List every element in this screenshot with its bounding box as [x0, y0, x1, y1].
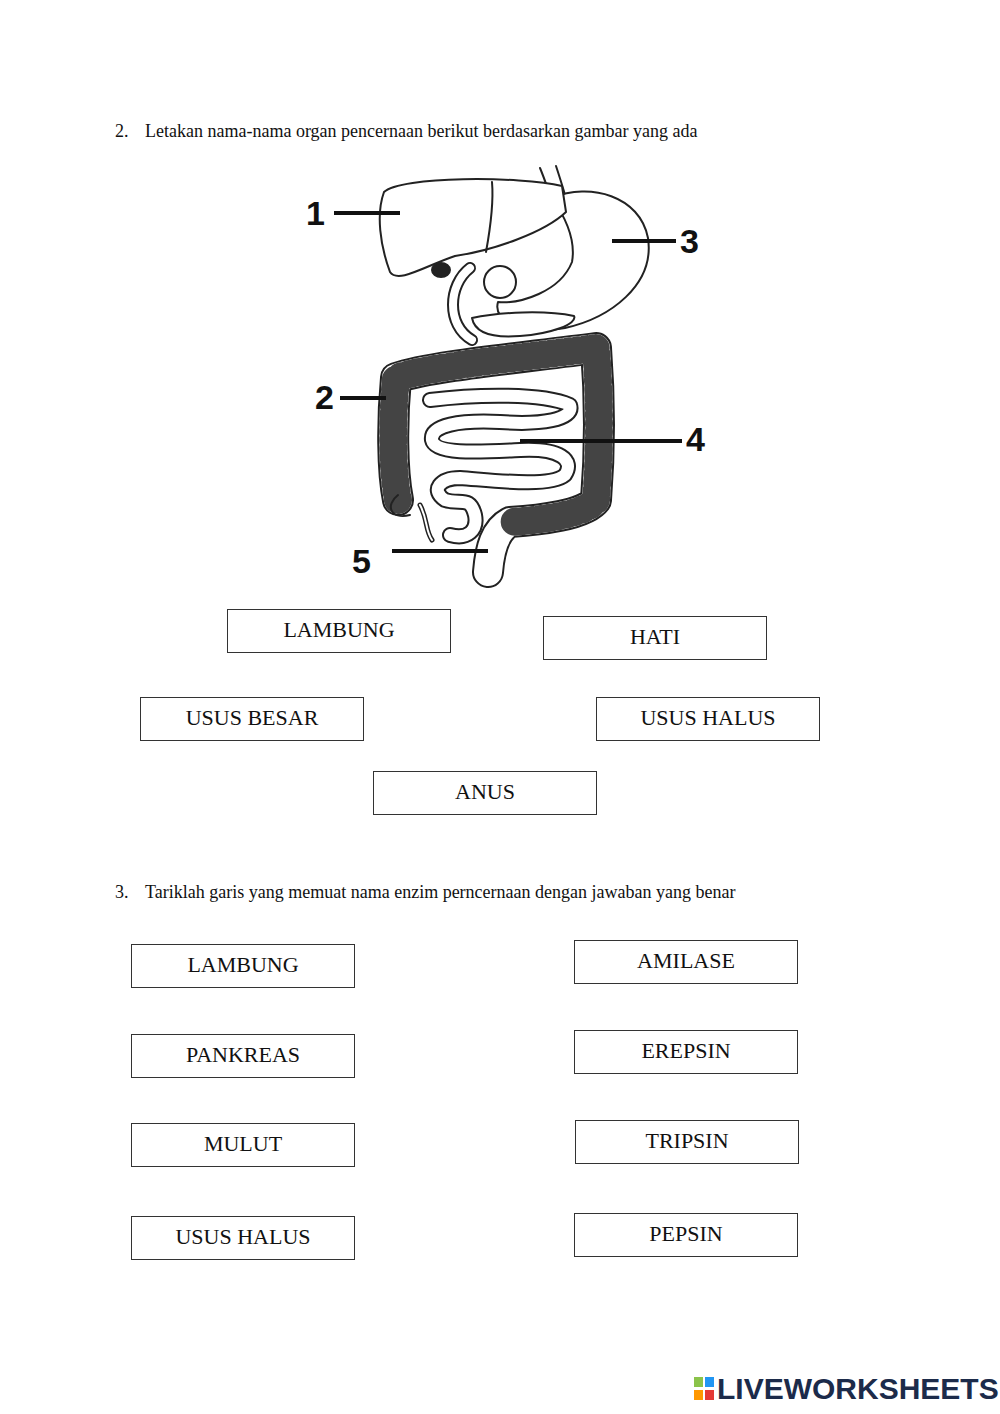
- leader-line: [340, 396, 386, 400]
- answer-box: USUS HALUS: [131, 1216, 355, 1260]
- answer-box: USUS BESAR: [140, 697, 364, 741]
- answer-box: HATI: [543, 616, 767, 660]
- leader-line: [612, 239, 676, 243]
- box-label: AMILASE: [581, 948, 791, 974]
- question-number: 3.: [115, 883, 129, 903]
- answer-box: MULUT: [131, 1123, 355, 1167]
- answer-box: PANKREAS: [131, 1034, 355, 1078]
- box-label: EREPSIN: [581, 1038, 791, 1064]
- box-label: ANUS: [380, 779, 590, 805]
- watermark: LIVEWORKSHEETS: [717, 1372, 999, 1405]
- callout-number: 5: [352, 543, 371, 580]
- box-label: USUS BESAR: [147, 705, 357, 731]
- box-label: LAMBUNG: [234, 617, 444, 643]
- leader-line: [392, 549, 488, 553]
- answer-box: AMILASE: [574, 940, 798, 984]
- answer-box: USUS HALUS: [596, 697, 820, 741]
- answer-box: TRIPSIN: [575, 1120, 799, 1164]
- box-label: USUS HALUS: [603, 705, 813, 731]
- box-label: LAMBUNG: [138, 952, 348, 978]
- box-label: HATI: [550, 624, 760, 650]
- leader-line: [334, 211, 400, 215]
- question-text: Letakan nama-nama organ pencernaan berik…: [145, 122, 697, 142]
- logo-icon: [694, 1377, 714, 1400]
- box-label: TRIPSIN: [582, 1128, 792, 1154]
- box-label: PEPSIN: [581, 1221, 791, 1247]
- answer-box: LAMBUNG: [227, 609, 451, 653]
- box-label: USUS HALUS: [138, 1224, 348, 1250]
- question-text: Tariklah garis yang memuat nama enzim pe…: [145, 883, 735, 903]
- answer-box: LAMBUNG: [131, 944, 355, 988]
- answer-box: ANUS: [373, 771, 597, 815]
- box-label: MULUT: [138, 1131, 348, 1157]
- callout-number: 2: [315, 379, 334, 416]
- question-number: 2.: [115, 122, 129, 142]
- callout-number: 4: [686, 421, 705, 458]
- box-label: PANKREAS: [138, 1042, 348, 1068]
- answer-box: EREPSIN: [574, 1030, 798, 1074]
- callout-number: 3: [680, 223, 699, 260]
- leader-line: [520, 439, 682, 443]
- answer-box: PEPSIN: [574, 1213, 798, 1257]
- callout-number: 1: [306, 195, 325, 232]
